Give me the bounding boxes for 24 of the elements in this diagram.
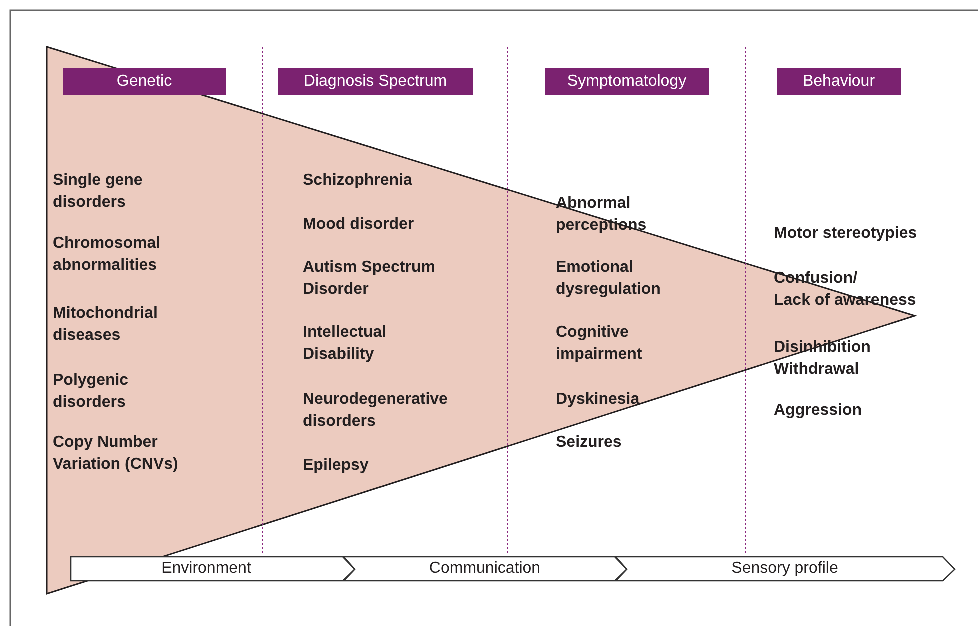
chevron-band-segment: Communication (343, 556, 627, 581)
item-label: Single gene disorders (53, 171, 143, 213)
item-label: Aggression (774, 401, 862, 421)
column-header: Behaviour (777, 68, 901, 95)
item-label: Neurodegenerative disorders (303, 390, 448, 432)
item-label: Copy Number Variation (CNVs) (53, 433, 178, 475)
item-label: Epilepsy (303, 456, 369, 476)
item-label: Schizophrenia (303, 171, 412, 191)
chevron-band-segment: Environment (70, 556, 355, 581)
chevron-band-segment: Sensory profile (615, 556, 955, 581)
item-label: Emotional dysregulation (556, 258, 661, 300)
column-header: Diagnosis Spectrum (278, 68, 473, 95)
item-label: Mood disorder (303, 215, 414, 235)
item-label: Intellectual Disability (303, 323, 387, 365)
column-header: Symptomatology (545, 68, 709, 95)
item-label: Dyskinesia (556, 390, 640, 410)
item-label: Seizures (556, 433, 622, 453)
item-label: Chromosomal abnormalities (53, 234, 161, 276)
column-header: Genetic (63, 68, 226, 95)
item-label: Autism Spectrum Disorder (303, 258, 436, 300)
item-label: Motor stereotypies (774, 224, 918, 244)
item-label: Mitochondrial diseases (53, 304, 158, 346)
item-label: Cognitive impairment (556, 323, 642, 365)
item-label: Polygenic disorders (53, 371, 129, 413)
